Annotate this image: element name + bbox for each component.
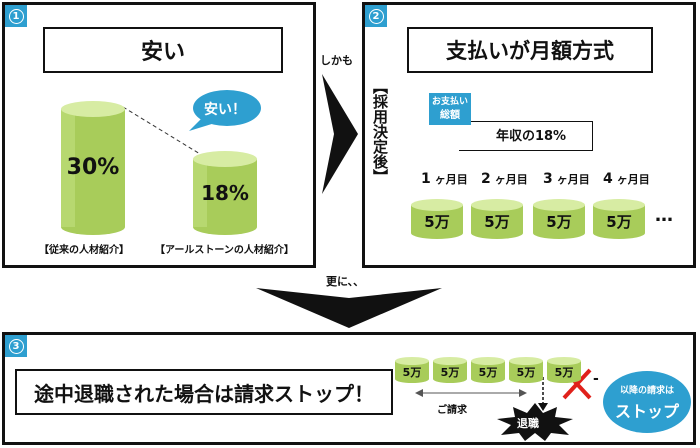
speech-bubble: 安い！	[189, 89, 261, 131]
cylinder-value: 18%	[201, 181, 249, 205]
cylinder-value: 30%	[66, 155, 120, 180]
cylinder-caption: 【アールストーンの人材紹介】	[155, 245, 294, 256]
connector-label: しかも	[320, 54, 353, 67]
coin-cylinder: 5万	[471, 357, 505, 383]
cylinder-rstone: 18%	[193, 151, 257, 235]
resign-label: 退職	[517, 417, 539, 430]
step-number-badge: 1	[5, 5, 27, 27]
total-tag: お支払い 総額	[429, 93, 471, 125]
cylinder-caption: 【従来の人材紹介】	[39, 245, 129, 256]
coin-label: 5万	[424, 212, 450, 231]
coin-cylinder: 5万	[433, 357, 467, 383]
coin-cylinder: 5万	[593, 199, 645, 239]
cylinder-conventional: 30%	[61, 101, 125, 235]
coin-cylinder: 5万	[547, 357, 581, 383]
panel-cheap: 1 安い 30% 【従来の人材紹介】 18% 【アールストーンの人材紹介】 安い…	[2, 2, 316, 268]
bubble-text: 安い！	[204, 102, 246, 118]
coin-label: 5万	[554, 365, 574, 379]
coin-cylinder: 5万	[509, 357, 543, 383]
coin-label: 5万	[440, 365, 460, 379]
coin-label: 5万	[478, 365, 498, 379]
ellipsis: …	[655, 205, 674, 226]
connector-label: 更に、、	[326, 275, 365, 288]
total-bracket	[459, 121, 593, 151]
panel-title: 安い	[43, 27, 283, 73]
coin-label: 5万	[484, 212, 510, 231]
resign-burst	[497, 403, 573, 441]
billing-arrow	[415, 389, 527, 397]
panel-title: 途中退職された場合は請求ストップ！	[15, 369, 393, 415]
coin-cylinder: 5万	[395, 357, 429, 383]
step-number-badge: 2	[365, 5, 387, 27]
chevron-down-icon	[256, 288, 442, 328]
panel-title: 支払いが月額方式	[407, 27, 653, 73]
dashed-down-arrow	[538, 377, 548, 411]
vertical-label: 【採用決定後】	[371, 79, 389, 184]
billing-label: ご請求	[437, 405, 467, 416]
coin-label: 5万	[402, 365, 422, 379]
coin-label: 5万	[606, 212, 632, 231]
panel-billing-stop: 3 途中退職された場合は請求ストップ！ ご請求 退職 - 以降の請求は ストップ…	[2, 332, 696, 445]
coin-cylinder: 5万	[471, 199, 523, 239]
total-text: 年収の18%	[495, 129, 567, 144]
coin-cylinder: 5万	[411, 199, 463, 239]
trailing-dash: -	[593, 371, 599, 387]
stop-badge: 以降の請求は ストップ	[603, 371, 691, 433]
coin-cylinder: 5万	[533, 199, 585, 239]
chevron-right-icon	[322, 74, 358, 194]
coin-label: 5万	[546, 212, 572, 231]
step-number-badge: 3	[5, 335, 27, 357]
coin-label: 5万	[516, 365, 536, 379]
dashed-connector	[122, 106, 206, 158]
